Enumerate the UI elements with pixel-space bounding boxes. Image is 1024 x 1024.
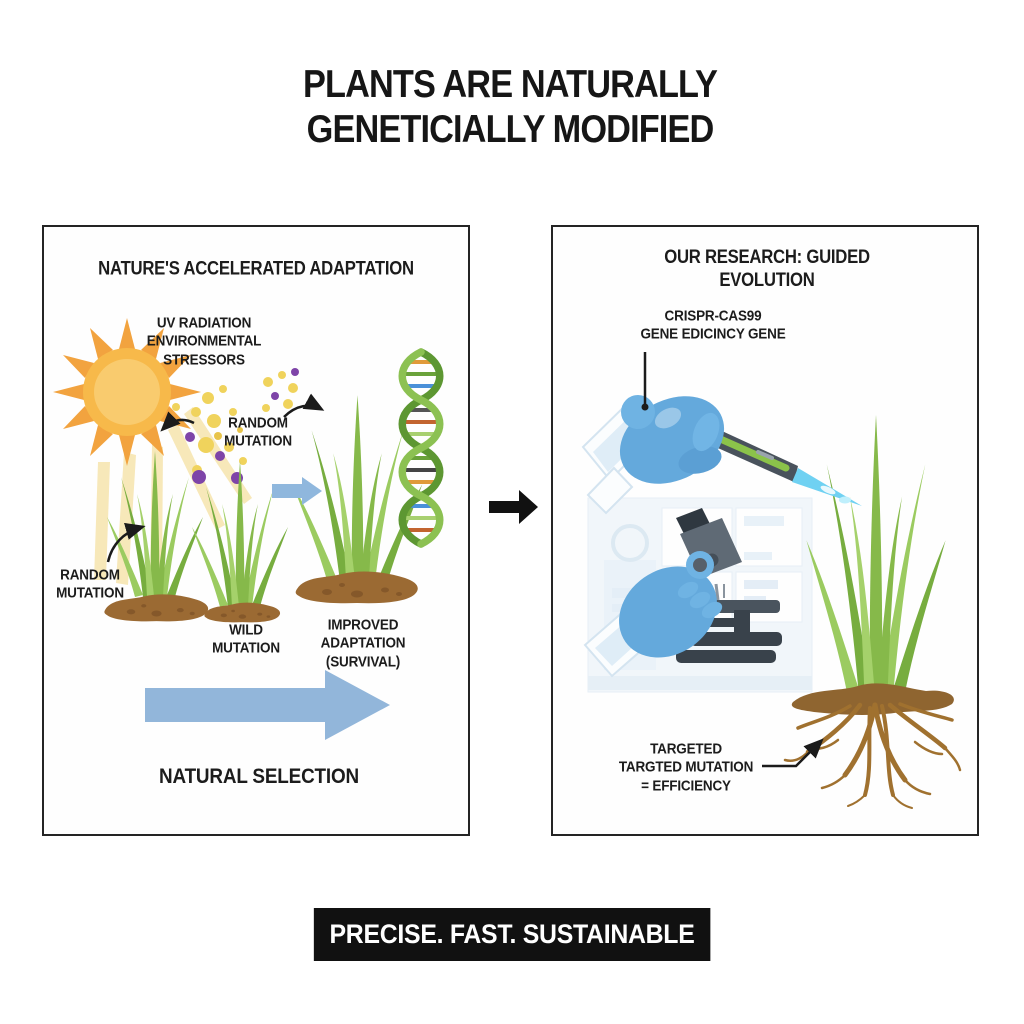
crispr-label: CRISPR-CAS99 GENE EDICINCY GENE — [640, 307, 786, 343]
targeted-mutation-label: TARGETED TARGTED MUTATION = EFFICIENCY — [618, 740, 754, 795]
small-blue-arrow-icon — [272, 477, 322, 505]
annotation-arrows-right — [641, 352, 824, 768]
gloved-hand-microscope-icon — [583, 551, 723, 678]
arrow-random-to-plant — [283, 393, 325, 418]
arrow-targeted-to-roots — [762, 738, 824, 768]
natural-selection-arrow-icon — [145, 670, 390, 740]
arrow-label-to-dots — [160, 411, 195, 432]
soil-mound-2-icon — [204, 602, 281, 623]
main-title-line1: PLANTS ARE NATURALLY — [303, 63, 718, 106]
improved-adaptation-label: IMPROVED ADAPTATION (SURVIVAL) — [320, 616, 406, 671]
plant-roots-icon — [783, 683, 962, 809]
mutation-dots-icon — [172, 368, 299, 484]
natural-selection-label: NATURAL SELECTION — [159, 765, 359, 789]
wild-mutation-label: WILD MUTATION — [212, 621, 280, 657]
arrow-random-left-to-plant — [106, 522, 146, 563]
dna-helix-icon — [398, 348, 444, 548]
left-panel-header: NATURE'S ACCELERATED ADAPTATION — [98, 258, 414, 280]
right-panel-header: OUR RESEARCH: GUIDED EVOLUTION — [664, 246, 870, 291]
gloved-hand-pipette-icon — [581, 395, 725, 515]
main-title-line2: GENETICIALLY MODIFIED — [306, 108, 715, 151]
random-mutation-top-label: RANDOM MUTATION — [224, 414, 292, 450]
soil-mound-3-icon — [295, 571, 418, 604]
annotation-arrows-left — [106, 393, 325, 563]
uv-stressors-label: UV RADIATION ENVIRONMENTAL STRESSORS — [146, 314, 262, 369]
footer-tagline: PRECISE. FAST. SUSTAINABLE — [313, 908, 711, 961]
grass-plant-large-icon — [806, 414, 946, 693]
random-mutation-left-label: RANDOM MUTATION — [56, 566, 124, 602]
grass-plant-small-2-icon — [192, 461, 288, 607]
sun-icon — [53, 318, 201, 466]
panel-transition-arrow-icon — [489, 490, 538, 524]
